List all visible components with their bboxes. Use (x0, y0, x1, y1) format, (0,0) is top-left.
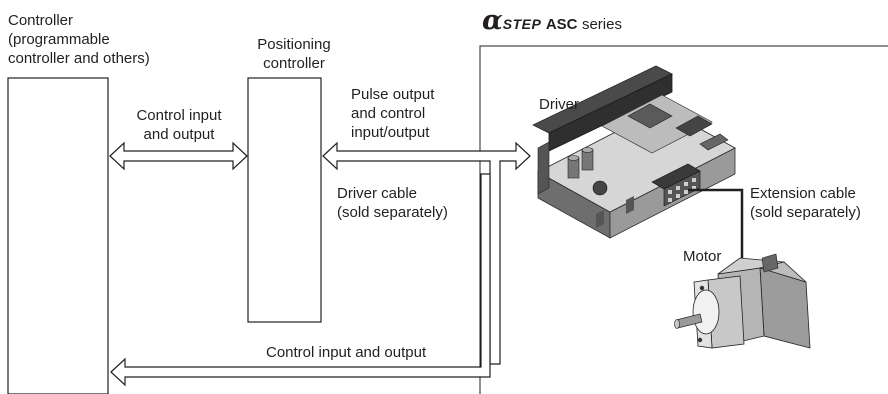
pulse-output-label-line-1: Pulse output (351, 86, 435, 103)
control-io-double-arrow (109, 141, 248, 171)
controller-box (7, 77, 109, 394)
controller-label-line-3: controller and others) (8, 50, 150, 67)
driver-label: Driver (539, 96, 579, 113)
controller-label-line-1: Controller (8, 12, 74, 29)
positioning-controller-label: Positioning controller (238, 35, 350, 73)
motor-illustration (674, 253, 811, 349)
extension-cable-label-line-2: (sold separately) (750, 204, 861, 221)
control-io-label: Control input and output (118, 106, 240, 144)
extension-cable-label: Extension cable (sold separately) (750, 184, 861, 222)
positioning-controller-label-line-1: Positioning (257, 36, 331, 53)
pulse-output-double-arrow (322, 141, 531, 365)
alpha-logo-glyph: α (482, 5, 503, 36)
pulse-output-label-line-3: input/output (351, 124, 430, 141)
product-series-title: αSTEP ASC series (482, 5, 622, 36)
control-io-label-line-1: Control input (136, 107, 222, 124)
control-io-return-arrow (110, 173, 491, 387)
pulse-output-label-line-2: and control (351, 105, 426, 122)
driver-cable-label-line-2: (sold separately) (337, 204, 448, 221)
controller-label-line-2: (programmable (8, 31, 110, 48)
control-io-bottom-label: Control input and output (266, 344, 427, 361)
driver-cable-label: Driver cable (sold separately) (337, 184, 448, 222)
driver-illustration (532, 65, 736, 239)
model-name: ASC (545, 16, 578, 33)
driver-cable-label-line-1: Driver cable (337, 185, 418, 202)
step-logo-text: STEP (502, 16, 542, 32)
control-io-label-line-2: and output (143, 126, 215, 143)
motor-label: Motor (683, 248, 722, 265)
extension-cable-label-line-1: Extension cable (750, 185, 856, 202)
pulse-output-label: Pulse output and control input/output (351, 85, 434, 142)
system-boundary (479, 45, 888, 394)
series-label: series (581, 16, 622, 33)
controller-label: Controller (programmable controller and … (8, 11, 150, 68)
extension-cable-line (688, 188, 744, 282)
positioning-controller-label-line-2: controller (263, 55, 325, 72)
positioning-controller-box (247, 77, 322, 323)
